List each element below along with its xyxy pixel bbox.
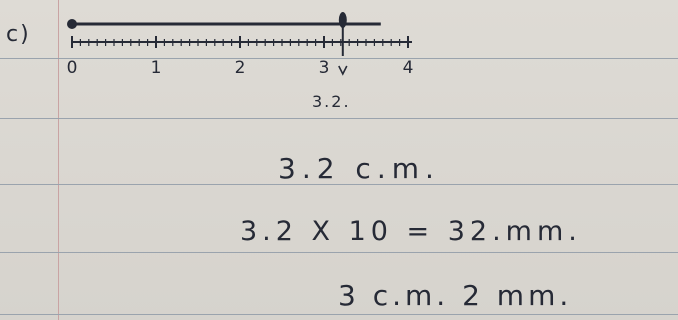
ruled-line bbox=[0, 58, 678, 59]
tick-label-0: 0 bbox=[66, 58, 78, 78]
tick-label-2: 2 bbox=[234, 58, 246, 78]
object-start-dot bbox=[67, 19, 77, 29]
measured-reading: 3.2. bbox=[312, 92, 351, 111]
measuring-scale bbox=[67, 12, 412, 76]
tick-label-3: 3 bbox=[318, 58, 330, 78]
working-line-3: 3 c.m. 2 mm. bbox=[338, 279, 573, 312]
ruled-line bbox=[0, 314, 678, 315]
ruled-line bbox=[0, 118, 678, 119]
tick-label-4: 4 bbox=[402, 58, 414, 78]
working-line-2: 3.2 X 10 = 32.mm. bbox=[240, 216, 582, 247]
ruled-line bbox=[0, 184, 678, 185]
scale-drawing bbox=[67, 12, 412, 76]
reading-arrow bbox=[338, 65, 348, 76]
object-end-mark bbox=[338, 12, 347, 28]
ruled-line bbox=[0, 252, 678, 253]
working-line-1: 3.2 c.m. bbox=[278, 152, 440, 185]
tick-label-1: 1 bbox=[150, 58, 162, 78]
margin-line bbox=[58, 0, 59, 320]
part-label: c) bbox=[6, 22, 31, 47]
